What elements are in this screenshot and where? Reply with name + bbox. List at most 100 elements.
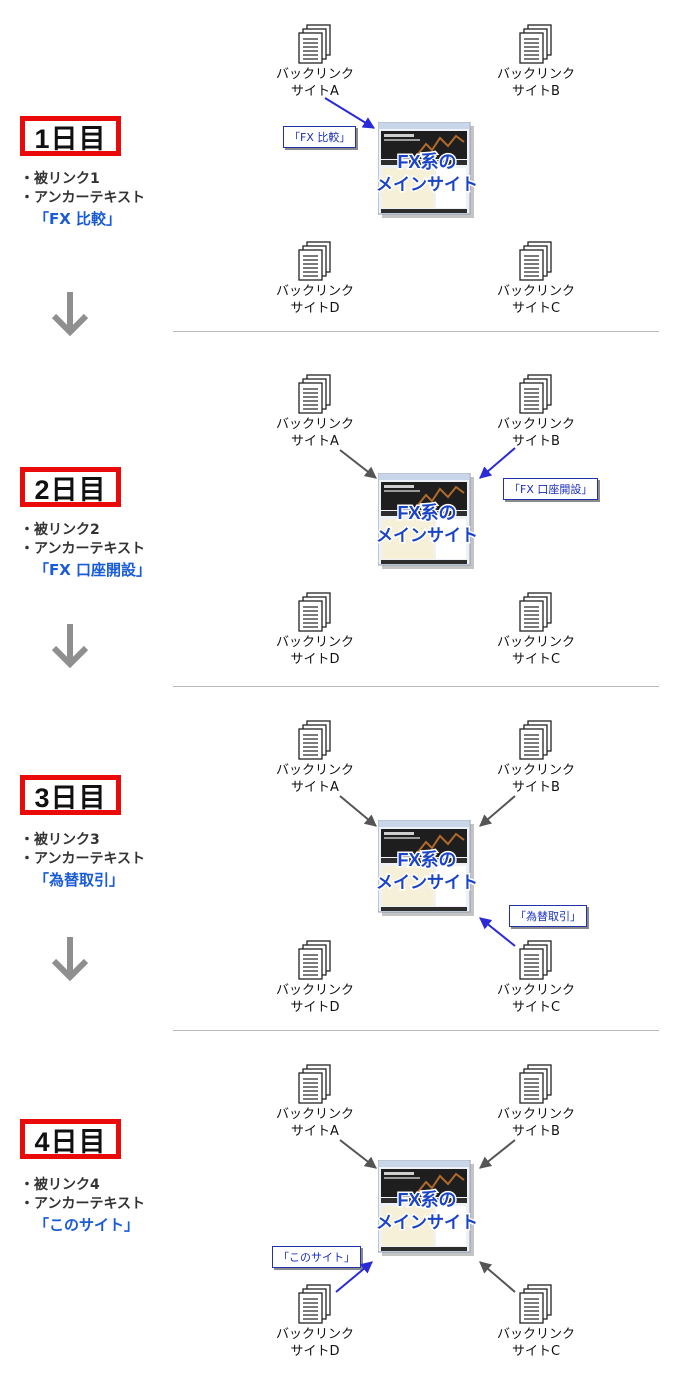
backlink-site-d: バックリンク サイトD — [260, 592, 370, 668]
backlink-site-a: バックリンク サイトA — [260, 1064, 370, 1140]
document-stack-icon — [519, 1284, 553, 1324]
anchor-tag: 「FX 比較」 — [283, 126, 357, 148]
site-label: バックリンク — [275, 635, 354, 650]
svg-text:メインサイト: メインサイト — [376, 873, 478, 892]
backlink-count: ・被リンク1 — [20, 171, 100, 187]
anchor-heading: ・アンカーテキスト — [20, 541, 146, 557]
site-label: バックリンク — [275, 417, 354, 432]
existing-link-arrow — [339, 1139, 377, 1169]
anchor-text: 「FX 比較」 — [34, 210, 122, 228]
backlink-site-d: バックリンク サイトD — [260, 241, 370, 317]
site-name: サイトB — [512, 780, 560, 795]
site-label: バックリンク — [496, 983, 575, 998]
new-link-arrow — [479, 447, 516, 479]
backlink-site-a: バックリンク サイトA — [260, 374, 370, 450]
site-name: サイトC — [511, 1344, 561, 1359]
document-stack-icon — [298, 592, 332, 632]
down-arrow-icon — [51, 624, 89, 668]
backlink-site-a: バックリンク サイトA — [260, 24, 370, 100]
main-site-thumbnail: FX系の メインサイト — [375, 473, 480, 569]
backlink-site-d: バックリンク サイトD — [260, 1284, 370, 1360]
site-name: サイトC — [511, 1000, 561, 1015]
site-label: バックリンク — [275, 1107, 354, 1122]
document-stack-icon — [298, 1064, 332, 1104]
section-divider — [173, 686, 659, 687]
document-stack-icon — [298, 1284, 332, 1324]
backlink-site-b: バックリンク サイトB — [481, 1064, 591, 1140]
site-name: サイトD — [290, 1344, 340, 1359]
svg-text:FX系の: FX系の — [397, 503, 456, 523]
document-stack-icon — [519, 592, 553, 632]
main-site-title: FX系の メインサイト — [375, 502, 480, 547]
site-name: サイトA — [291, 434, 339, 449]
step-info: ・被リンク3 ・アンカーテキスト 「為替取引」 — [20, 831, 145, 890]
site-name: サイトD — [290, 301, 340, 316]
anchor-heading: ・アンカーテキスト — [20, 851, 146, 867]
document-stack-icon — [298, 720, 332, 760]
document-stack-icon — [298, 24, 332, 64]
svg-text:FX系の: FX系の — [397, 152, 456, 172]
site-label: バックリンク — [275, 1327, 354, 1342]
document-stack-icon — [519, 24, 553, 64]
site-name: サイトA — [291, 1124, 339, 1139]
site-name: サイトB — [512, 1124, 560, 1139]
site-label: バックリンク — [496, 1327, 575, 1342]
document-stack-icon — [519, 1064, 553, 1104]
site-label: バックリンク — [496, 1107, 575, 1122]
down-arrow-icon — [51, 292, 89, 336]
backlink-count: ・被リンク2 — [20, 522, 100, 538]
anchor-heading: ・アンカーテキスト — [20, 190, 146, 206]
document-stack-icon — [298, 940, 332, 980]
main-site-title: FX系の メインサイト — [375, 849, 480, 894]
site-label: バックリンク — [275, 763, 354, 778]
site-name: サイトC — [511, 301, 561, 316]
document-stack-icon — [519, 241, 553, 281]
site-label: バックリンク — [496, 763, 575, 778]
step-info: ・被リンク4 ・アンカーテキスト 「このサイト」 — [20, 1176, 145, 1235]
document-stack-icon — [298, 374, 332, 414]
step-info: ・被リンク2 ・アンカーテキスト 「FX 口座開設」 — [20, 521, 151, 580]
backlink-count: ・被リンク4 — [20, 1177, 100, 1193]
site-name: サイトA — [291, 780, 339, 795]
section-divider — [173, 331, 659, 332]
main-site-title: FX系の メインサイト — [375, 1189, 480, 1234]
anchor-heading: ・アンカーテキスト — [20, 1196, 146, 1212]
backlink-site-b: バックリンク サイトB — [481, 374, 591, 450]
site-label: バックリンク — [496, 417, 575, 432]
anchor-tag: 「このサイト」 — [272, 1246, 361, 1268]
anchor-text: 「為替取引」 — [34, 871, 125, 889]
existing-link-arrow — [339, 795, 377, 827]
anchor-tag: 「為替取引」 — [509, 905, 587, 927]
backlink-count: ・被リンク3 — [20, 832, 100, 848]
site-label: バックリンク — [275, 983, 354, 998]
svg-text:メインサイト: メインサイト — [376, 1213, 478, 1232]
main-site-title: FX系の メインサイト — [375, 151, 480, 196]
day-badge: 3日目 — [20, 775, 121, 815]
anchor-text: 「このサイト」 — [34, 1216, 140, 1234]
anchor-tag: 「FX 口座開設」 — [503, 478, 599, 500]
site-name: サイトB — [512, 84, 560, 99]
site-name: サイトD — [290, 652, 340, 667]
site-label: バックリンク — [496, 635, 575, 650]
section-divider — [173, 1030, 659, 1031]
main-site-thumbnail: FX系の メインサイト — [375, 122, 480, 218]
svg-text:メインサイト: メインサイト — [376, 175, 478, 194]
step-info: ・被リンク1 ・アンカーテキスト 「FX 比較」 — [20, 170, 145, 229]
backlink-site-c: バックリンク サイトC — [481, 940, 591, 1016]
site-label: バックリンク — [496, 284, 575, 299]
backlink-site-c: バックリンク サイトC — [481, 241, 591, 317]
down-arrow-icon — [51, 937, 89, 981]
anchor-text: 「FX 口座開設」 — [34, 561, 152, 579]
new-link-arrow — [324, 97, 376, 129]
site-label: バックリンク — [275, 67, 354, 82]
backlink-site-b: バックリンク サイトB — [481, 24, 591, 100]
backlink-site-b: バックリンク サイトB — [481, 720, 591, 796]
site-label: バックリンク — [275, 284, 354, 299]
main-site-thumbnail: FX系の メインサイト — [375, 820, 480, 916]
site-name: サイトD — [290, 1000, 340, 1015]
document-stack-icon — [519, 720, 553, 760]
site-name: サイトC — [511, 652, 561, 667]
site-label: バックリンク — [496, 67, 575, 82]
day-badge: 2日目 — [20, 467, 121, 507]
backlink-site-c: バックリンク サイトC — [481, 1284, 591, 1360]
